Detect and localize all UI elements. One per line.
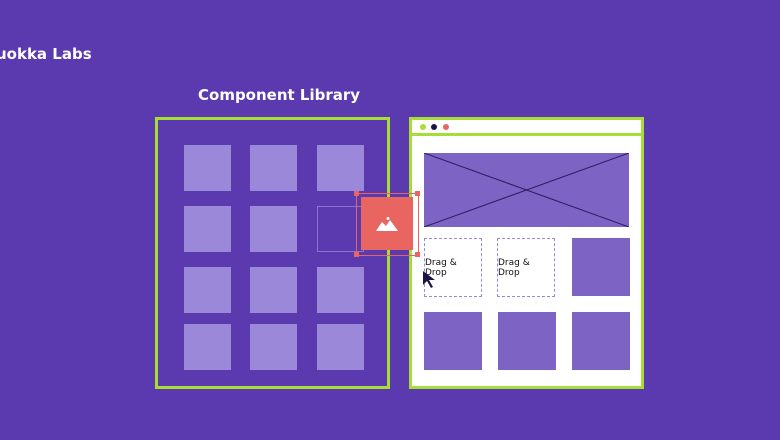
- resize-handle[interactable]: [415, 191, 420, 196]
- image-icon: [376, 216, 398, 231]
- resize-handle[interactable]: [415, 252, 420, 257]
- image-placeholder-cross-icon: [423, 152, 630, 228]
- component-tile[interactable]: [250, 267, 297, 313]
- page-title: Component Library: [198, 86, 361, 104]
- browser-window-canvas: Drag & Drop Drag & Drop: [409, 117, 644, 389]
- component-tile[interactable]: [184, 324, 231, 370]
- component-tile[interactable]: [317, 324, 364, 370]
- layout-block[interactable]: [572, 312, 630, 370]
- layout-block[interactable]: [424, 312, 482, 370]
- window-dot-red-icon: [443, 124, 449, 130]
- component-tile[interactable]: [317, 267, 364, 313]
- component-tile[interactable]: [184, 206, 231, 252]
- window-dot-green-icon: [420, 124, 426, 130]
- drop-zone[interactable]: Drag & Drop: [424, 238, 482, 297]
- brand-logo-text: uokka Labs: [0, 45, 92, 63]
- component-library-panel: [155, 117, 390, 389]
- drop-zone[interactable]: Drag & Drop: [497, 238, 555, 297]
- drop-zone-label: Drag & Drop: [425, 257, 457, 278]
- component-tile[interactable]: [250, 206, 297, 252]
- hero-image-placeholder: [423, 152, 630, 228]
- component-tile[interactable]: [317, 145, 364, 191]
- resize-handle[interactable]: [354, 252, 359, 257]
- component-tile[interactable]: [250, 324, 297, 370]
- layout-block[interactable]: [572, 238, 630, 296]
- component-tile[interactable]: [184, 267, 231, 313]
- selection-box: [356, 193, 419, 256]
- resize-handle[interactable]: [354, 191, 359, 196]
- window-dot-dark-icon: [431, 124, 437, 130]
- browser-top-bar: [412, 120, 641, 136]
- drop-zone-label: Drag & Drop: [498, 257, 530, 278]
- component-tile[interactable]: [184, 145, 231, 191]
- dragged-image-component[interactable]: [361, 197, 413, 250]
- component-tile[interactable]: [250, 145, 297, 191]
- cursor-arrow-icon: [423, 271, 435, 288]
- layout-block[interactable]: [498, 312, 556, 370]
